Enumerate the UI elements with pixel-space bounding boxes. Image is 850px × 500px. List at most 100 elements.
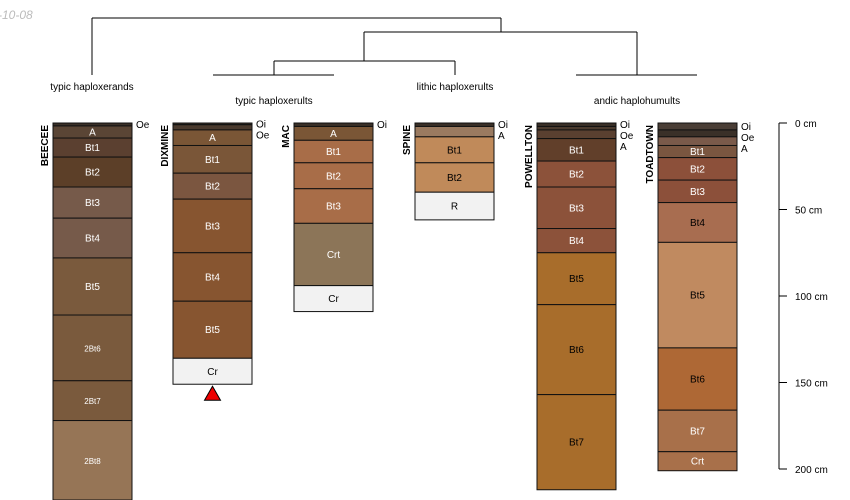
profile-name: DIXMINE bbox=[160, 125, 171, 167]
horizon-Bt4 bbox=[536, 228, 617, 254]
horizon-label: Bt3 bbox=[569, 203, 584, 214]
horizon-label: Bt5 bbox=[569, 274, 584, 285]
horizon-Oi bbox=[657, 122, 738, 131]
horizon-label: R bbox=[451, 202, 458, 213]
date-label: -10-08 bbox=[0, 8, 33, 22]
horizon-Bt3 bbox=[536, 186, 617, 230]
horizon-Bt2 bbox=[414, 162, 495, 193]
horizon-Bt5 bbox=[172, 300, 253, 359]
horizon-Oi bbox=[536, 122, 617, 127]
horizon-Bt4 bbox=[52, 217, 133, 259]
horizon-Oi bbox=[414, 122, 495, 127]
horizon-Bt5 bbox=[52, 257, 133, 316]
horizon-label: Oi bbox=[620, 120, 630, 131]
horizon-label: Oe bbox=[136, 120, 150, 131]
horizon-label: 2Bt8 bbox=[84, 457, 101, 466]
horizon-label: Crt bbox=[327, 250, 341, 261]
horizon-label: Bt5 bbox=[205, 325, 220, 336]
horizon-label: Bt2 bbox=[85, 168, 100, 179]
horizon-Bt5 bbox=[657, 241, 738, 349]
horizon-label: Oe bbox=[256, 130, 270, 141]
horizon-label: Bt4 bbox=[690, 218, 705, 229]
horizon-label: Bt3 bbox=[690, 187, 705, 198]
horizon-Bt4 bbox=[172, 252, 253, 302]
horizon-label: Bt1 bbox=[447, 145, 462, 156]
horizon-2Bt8 bbox=[52, 420, 133, 500]
horizon-label: Bt3 bbox=[205, 221, 220, 232]
horizon-label: Bt4 bbox=[205, 272, 220, 283]
horizon-Bt5 bbox=[536, 252, 617, 306]
horizon-2Bt6 bbox=[52, 314, 133, 382]
horizon-label: Oi bbox=[377, 120, 387, 131]
horizon-label: Oe bbox=[741, 133, 755, 144]
horizon-label: Bt2 bbox=[447, 173, 462, 184]
horizon-Bt2 bbox=[536, 160, 617, 188]
depth-tick-label: 200 cm bbox=[795, 465, 828, 476]
horizon-A bbox=[657, 136, 738, 146]
profile-name: POWELLTON bbox=[524, 125, 535, 188]
horizon-Oe bbox=[172, 124, 253, 131]
depth-tick-label: 150 cm bbox=[795, 379, 828, 390]
horizon-label: Bt2 bbox=[326, 171, 341, 182]
horizon-label: Cr bbox=[328, 294, 339, 305]
horizon-Bt3 bbox=[293, 188, 374, 224]
horizon-A bbox=[536, 129, 617, 140]
horizon-label: Bt7 bbox=[690, 426, 705, 437]
horizon-label: Bt1 bbox=[85, 143, 100, 154]
depth-tick-label: 0 cm bbox=[795, 119, 817, 130]
horizon-label: Bt3 bbox=[85, 198, 100, 209]
horizon-label: Bt6 bbox=[690, 375, 705, 386]
horizon-label: Bt1 bbox=[690, 147, 705, 158]
horizon-label: Oi bbox=[256, 119, 266, 130]
horizon-Crt bbox=[657, 451, 738, 472]
profile-name: TOADTOWN bbox=[645, 125, 656, 184]
horizon-A bbox=[414, 125, 495, 138]
group-label: lithic haploxerults bbox=[417, 82, 494, 93]
horizon-label: Bt1 bbox=[205, 155, 220, 166]
horizon-label: Bt5 bbox=[690, 291, 705, 302]
horizon-label: A bbox=[741, 144, 748, 155]
horizon-Bt7 bbox=[536, 394, 617, 491]
horizon-label: 2Bt6 bbox=[84, 344, 101, 353]
horizon-label: A bbox=[89, 127, 96, 138]
profile-name: SPINE bbox=[402, 125, 413, 155]
horizon-label: Oi bbox=[741, 122, 751, 133]
horizon-label: Bt2 bbox=[569, 170, 584, 181]
horizon-Bt3 bbox=[172, 198, 253, 254]
horizon-label: A bbox=[209, 133, 216, 144]
horizon-label: A bbox=[620, 142, 627, 153]
horizon-label: Bt7 bbox=[569, 438, 584, 449]
horizon-label: A bbox=[498, 131, 505, 142]
horizon-Oe bbox=[536, 125, 617, 131]
horizon-label: Bt2 bbox=[690, 164, 705, 175]
horizon-label: Bt4 bbox=[85, 234, 100, 245]
horizon-Oi bbox=[293, 122, 374, 127]
horizon-label: 2Bt7 bbox=[84, 397, 101, 406]
horizon-Bt2 bbox=[293, 162, 374, 190]
horizon-label: Oe bbox=[620, 131, 634, 142]
horizon-2Bt7 bbox=[52, 380, 133, 422]
horizon-label: Bt3 bbox=[326, 202, 341, 213]
profile-name: BEECEE bbox=[40, 125, 51, 166]
truncation-marker-icon bbox=[203, 385, 222, 401]
horizon-Bt6 bbox=[536, 304, 617, 396]
group-label: typic haploxerands bbox=[50, 82, 133, 93]
group-label: andic haplohumults bbox=[594, 96, 680, 107]
horizon-Bt4 bbox=[657, 202, 738, 243]
group-label: typic haploxerults bbox=[235, 96, 312, 107]
profile-name: MAC bbox=[281, 125, 292, 148]
horizon-label: Bt6 bbox=[569, 345, 584, 356]
horizon-label: Bt5 bbox=[85, 282, 100, 293]
horizon-Crt bbox=[293, 222, 374, 287]
depth-tick-label: 100 cm bbox=[795, 292, 828, 303]
horizon-Oe bbox=[657, 129, 738, 138]
horizon-Bt2 bbox=[172, 172, 253, 200]
horizon-label: Oi bbox=[498, 120, 508, 131]
horizon-label: Bt4 bbox=[569, 236, 584, 247]
horizon-label: Bt1 bbox=[326, 147, 341, 158]
horizon-Cr bbox=[293, 285, 374, 313]
depth-tick-label: 50 cm bbox=[795, 206, 822, 217]
horizon-Cr bbox=[172, 357, 253, 385]
